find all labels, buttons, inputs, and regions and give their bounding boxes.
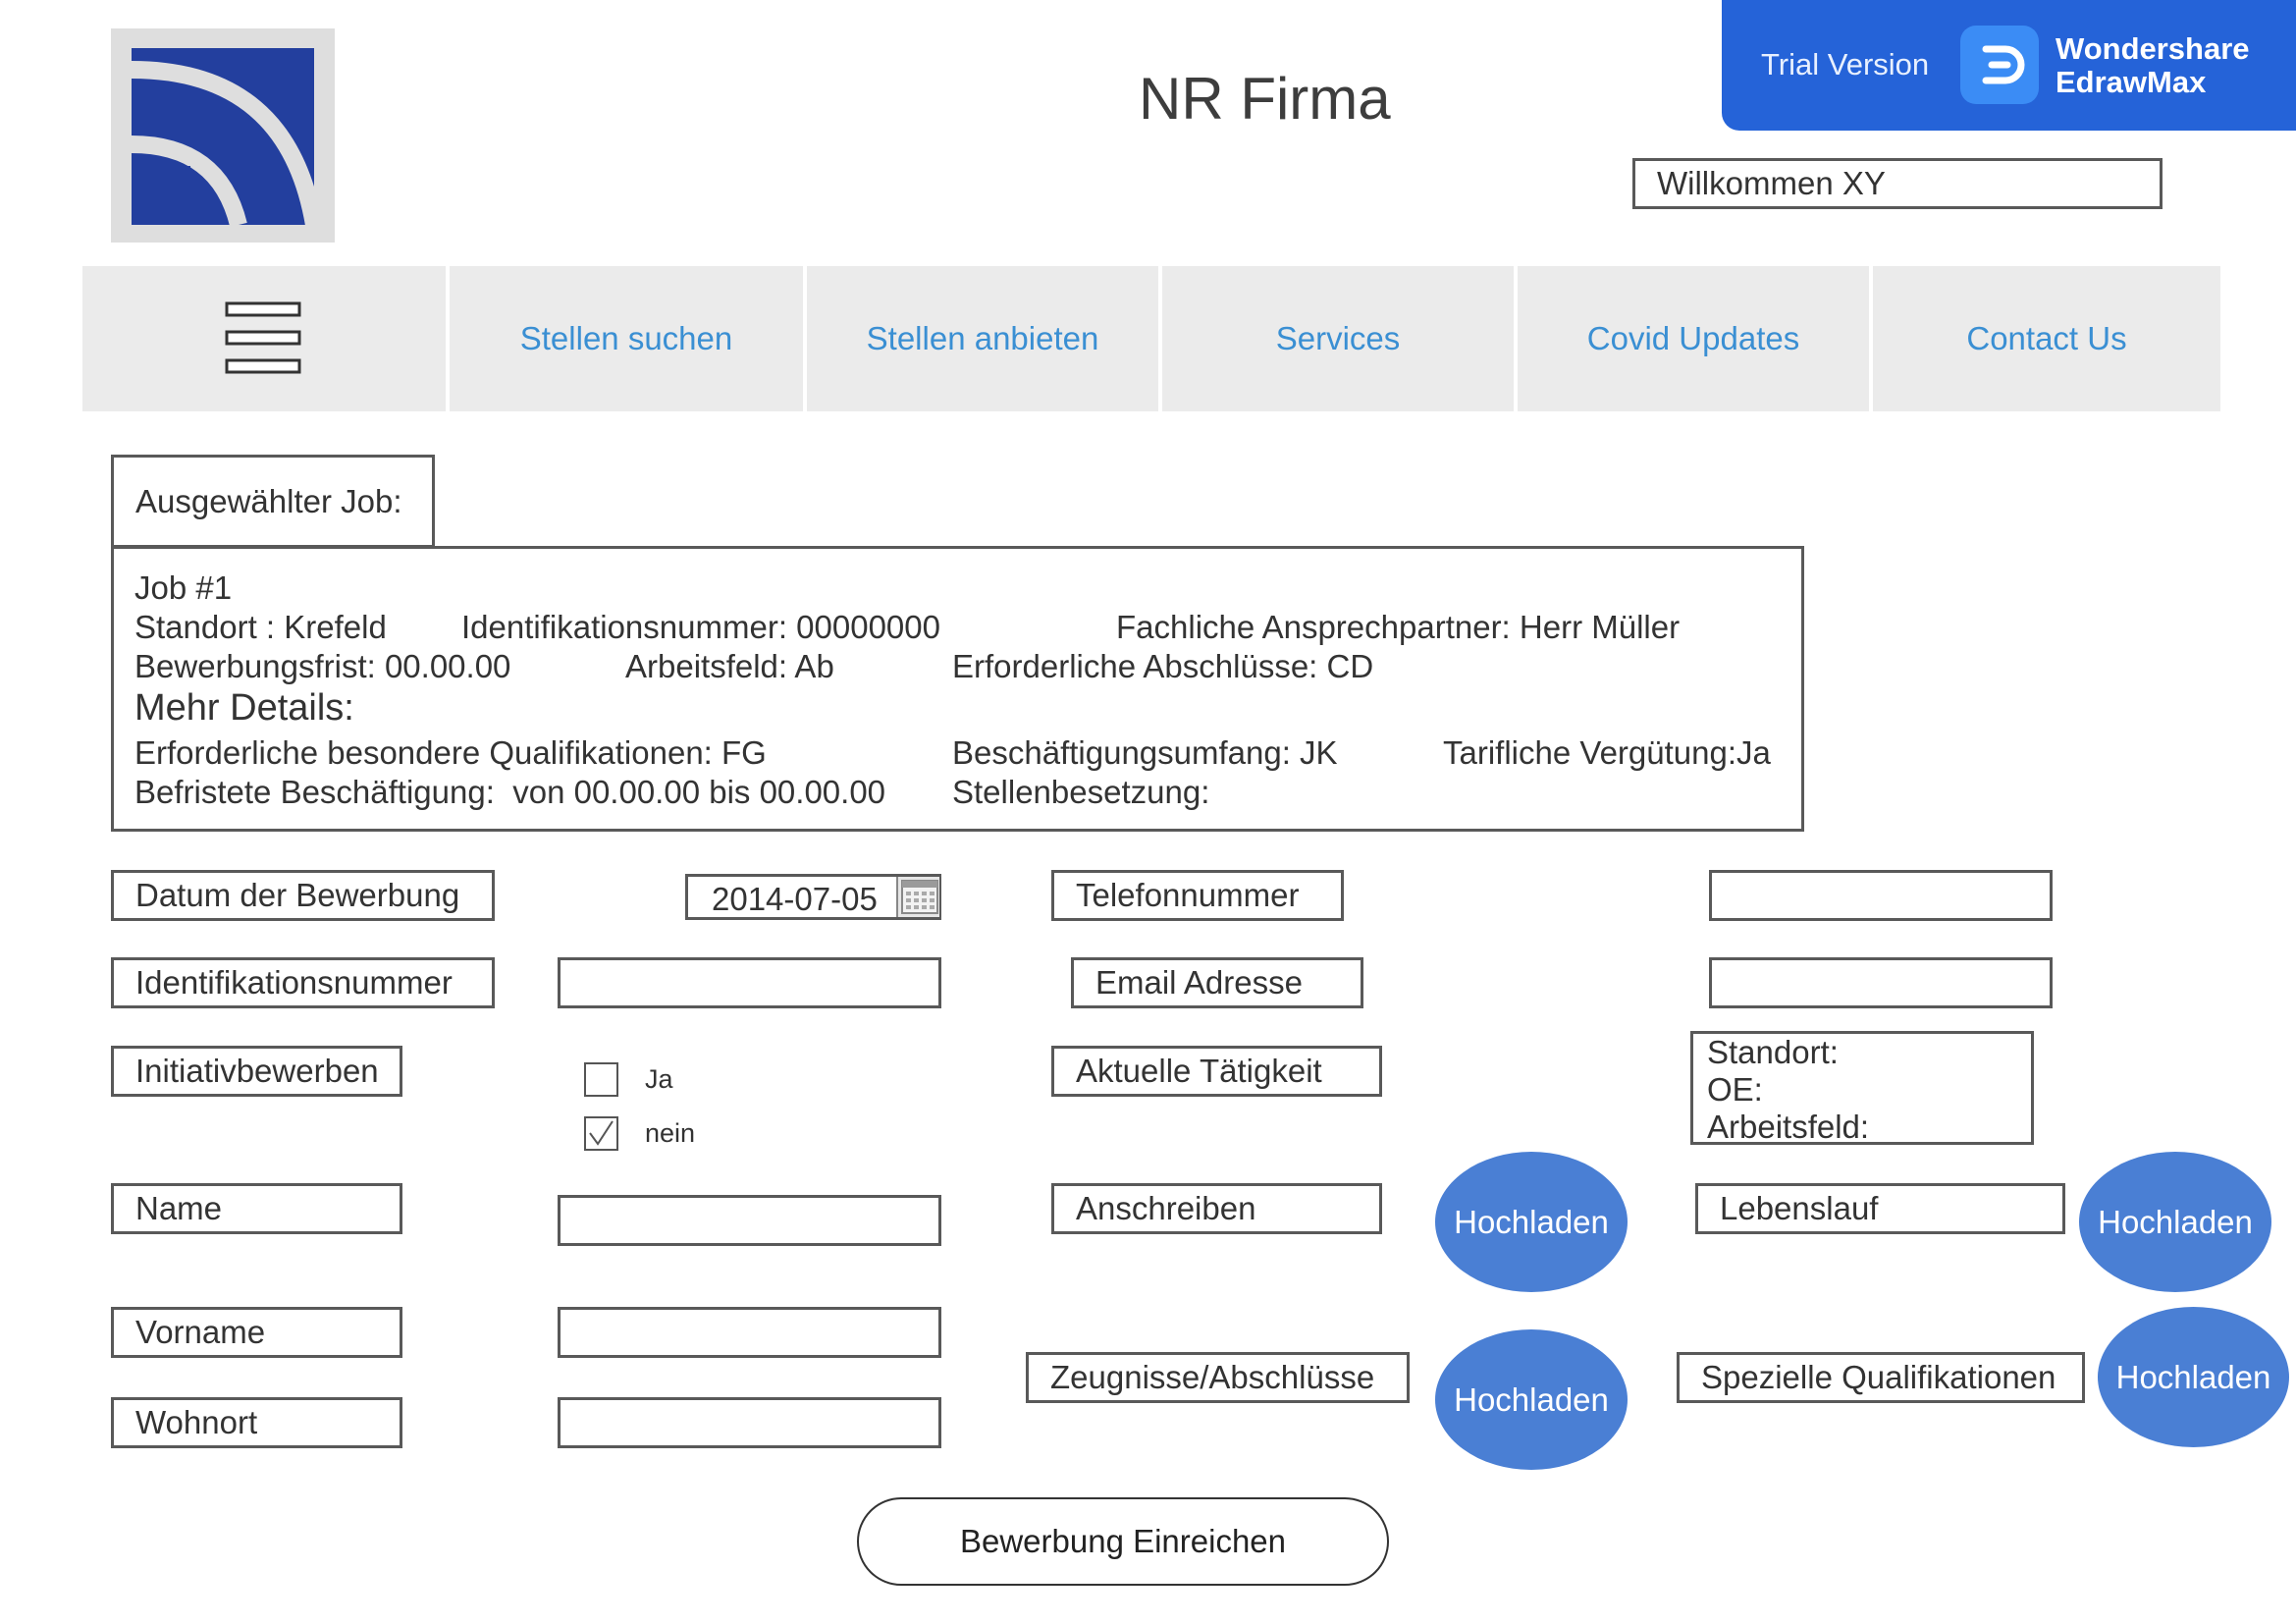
nav-item-stellen-anbieten[interactable]: Stellen anbieten [807,266,1158,411]
job-id-number: Identifikationsnummer: 00000000 [461,609,940,645]
job-contact-person: Fachliche Ansprechpartner: Herr Müller [1116,609,1681,645]
date-picker[interactable]: 2014-07-05 [685,874,941,920]
welcome-box: Willkommen XY [1632,158,2163,209]
vorname-input[interactable] [558,1307,941,1358]
job-tariff: Tarifliche Vergütung:Ja [1443,734,1771,771]
job-standort: Standort : Krefeld [134,609,387,645]
nav-item-covid-updates[interactable]: Covid Updates [1518,266,1869,411]
trial-badge[interactable]: Trial Version Wondershare EdrawMax [1722,0,2296,131]
taetigkeit-arbeitsfeld: Arbeitsfeld: [1707,1109,1870,1145]
initiativbewerben-label: Initiativbewerben [111,1046,402,1097]
job-qualifications: Erforderliche besondere Qualifikationen:… [134,734,767,771]
ja-checkbox[interactable] [584,1062,618,1097]
date-value: 2014-07-05 [712,881,878,917]
brand-line-2: EdrawMax [2056,65,2207,99]
brand-line-1: Wondershare [2056,31,2250,66]
checkmark-icon [589,1120,614,1146]
zeugnisse-label: Zeugnisse/Abschlüsse [1026,1352,1410,1403]
edrawmax-icon [1960,26,2039,104]
wohnort-label: Wohnort [111,1397,402,1448]
job-detail-panel [111,546,1804,832]
job-fixed-term: Befristete Beschäftigung: von 00.00.00 b… [134,774,886,810]
hamburger-menu-button[interactable] [82,266,446,411]
hamburger-icon [225,301,301,374]
submit-application-button[interactable]: Bewerbung Einreichen [857,1497,1389,1586]
vorname-label: Vorname [111,1307,402,1358]
taetigkeit-standort: Standort: [1707,1034,1839,1070]
lebenslauf-label: Lebenslauf [1695,1183,2065,1234]
ja-label: Ja [645,1064,673,1094]
identifikationsnummer-input[interactable] [558,957,941,1008]
job-position-filling: Stellenbesetzung: [952,774,1210,810]
lebenslauf-upload-button[interactable]: Hochladen [2079,1152,2271,1292]
spezielle-qualifikationen-label: Spezielle Qualifikationen [1677,1352,2085,1403]
aktuelle-taetigkeit-details[interactable]: Standort: OE: Arbeitsfeld: [1690,1031,2034,1145]
email-label: Email Adresse [1071,957,1363,1008]
name-label: Name [111,1183,402,1234]
anschreiben-label: Anschreiben [1051,1183,1382,1234]
page-title: NR Firma [1139,66,1391,132]
email-input[interactable] [1709,957,2053,1008]
zeugnisse-upload-button[interactable]: Hochladen [1435,1329,1628,1470]
company-logo [111,28,335,243]
nav-item-stellen-suchen[interactable]: Stellen suchen [450,266,803,411]
job-title: Job #1 [134,569,233,606]
calendar-icon[interactable] [896,877,939,917]
anschreiben-upload-button[interactable]: Hochladen [1435,1152,1628,1292]
selected-job-tab: Ausgewählter Job: [111,455,435,548]
nein-checkbox[interactable] [584,1116,618,1151]
nein-label: nein [645,1118,696,1148]
job-scope: Beschäftigungsumfang: JK [952,734,1338,771]
trial-label: Trial Version [1761,47,1930,81]
nav-item-services[interactable]: Services [1162,266,1514,411]
job-more-details-heading: Mehr Details: [134,687,354,729]
aktuelle-taetigkeit-label: Aktuelle Tätigkeit [1051,1046,1382,1097]
job-field: Arbeitsfeld: Ab [625,648,834,684]
nav-item-contact-us[interactable]: Contact Us [1873,266,2220,411]
job-deadline: Bewerbungsfrist: 00.00.00 [134,648,511,684]
wohnort-input[interactable] [558,1397,941,1448]
spezielle-qualifikationen-upload-button[interactable]: Hochladen [2098,1307,2289,1447]
identifikationsnummer-label: Identifikationsnummer [111,957,495,1008]
datum-label: Datum der Bewerbung [111,870,495,921]
telefonnummer-label: Telefonnummer [1051,870,1344,921]
taetigkeit-oe: OE: [1707,1071,1763,1108]
name-input[interactable] [558,1195,941,1246]
telefonnummer-input[interactable] [1709,870,2053,921]
job-required-degrees: Erforderliche Abschlüsse: CD [952,648,1374,684]
